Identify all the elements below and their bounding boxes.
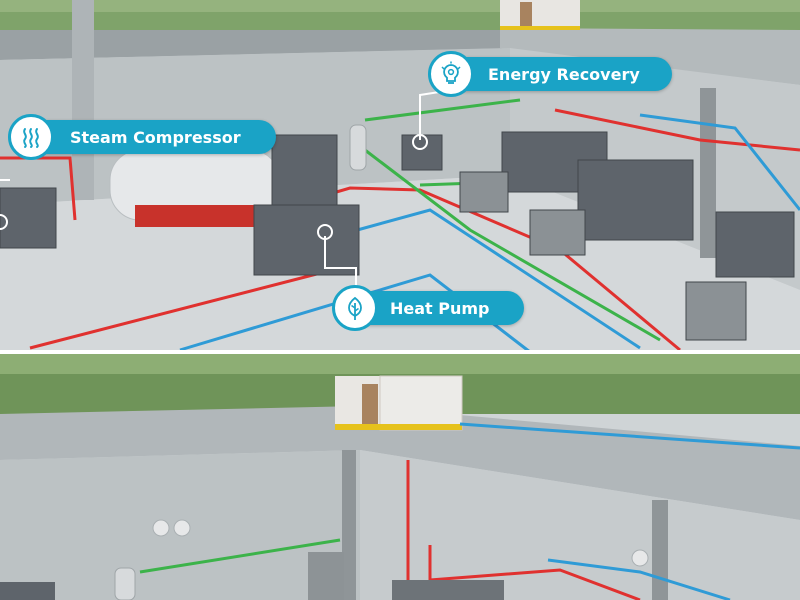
callout-label-steam: Steam Compressor [70, 127, 241, 147]
column-bottom-right [652, 500, 668, 600]
callout-heat-pump: Heat Pump [332, 285, 524, 331]
roof-right-top [500, 28, 800, 85]
panel-divider [0, 350, 800, 354]
pipe-blue-top [179, 113, 800, 354]
callout-steam-compressor: Steam Compressor [8, 114, 276, 160]
machine-bottom-center [392, 580, 504, 600]
roof-slab-top [0, 30, 520, 60]
roof-units-top [500, 0, 580, 30]
machine-bottom-left [0, 582, 55, 600]
door-bottom [308, 552, 344, 600]
water-tank [349, 124, 367, 171]
right-wall-bottom [360, 450, 800, 600]
wall-vents [152, 519, 649, 567]
machines-top [0, 131, 795, 341]
callout-label-heat: Heat Pump [390, 298, 490, 318]
pipes-bottom [139, 422, 800, 600]
callout-label-energy: Energy Recovery [488, 64, 640, 84]
lightbulb-gear-icon [428, 51, 474, 97]
column-bottom-left [342, 450, 356, 600]
steam-boiler [109, 149, 285, 227]
steam-icon [8, 114, 54, 160]
callout-energy-recovery: Energy Recovery [428, 51, 672, 97]
support-column [700, 88, 716, 258]
roof-units-bottom [335, 375, 463, 431]
leaf-icon [332, 285, 378, 331]
chimney-pipe [72, 0, 94, 200]
tank-bottom [114, 567, 136, 600]
